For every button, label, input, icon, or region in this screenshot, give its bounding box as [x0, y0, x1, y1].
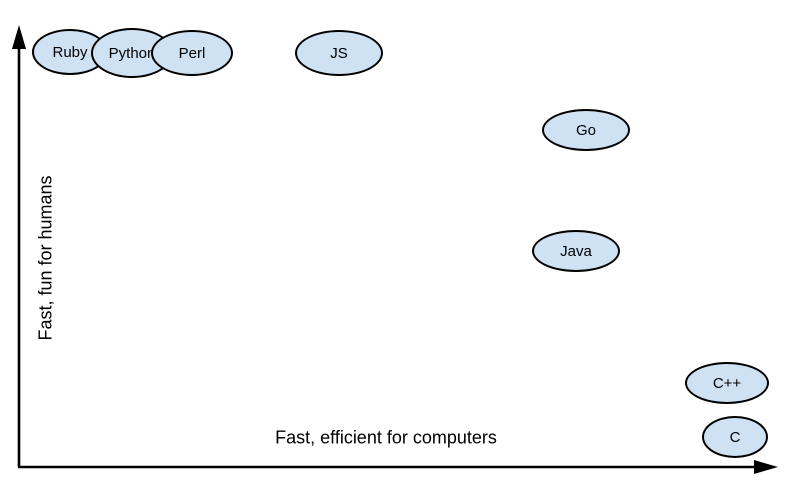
- x-axis-label: Fast, efficient for computers: [275, 427, 497, 448]
- y-axis-label: Fast, fun for humans: [35, 175, 56, 341]
- node-go: Go: [542, 109, 630, 151]
- node-label-perl: Perl: [178, 44, 206, 62]
- node-label-ruby: Ruby: [52, 43, 88, 61]
- node-label-js: JS: [330, 44, 348, 62]
- node-label-java: Java: [560, 242, 592, 260]
- node-label-python: Python: [108, 44, 156, 62]
- node-js: JS: [295, 30, 383, 76]
- node-java: Java: [532, 230, 620, 272]
- node-cplusplus: C++: [685, 362, 769, 404]
- node-label-c: C: [729, 428, 741, 446]
- x-axis-arrowhead: [754, 460, 778, 474]
- node-label-go: Go: [575, 121, 596, 139]
- node-perl: Perl: [151, 30, 233, 76]
- node-c: C: [702, 416, 768, 458]
- node-label-cplusplus: C++: [712, 374, 742, 392]
- y-axis-arrowhead: [12, 25, 26, 49]
